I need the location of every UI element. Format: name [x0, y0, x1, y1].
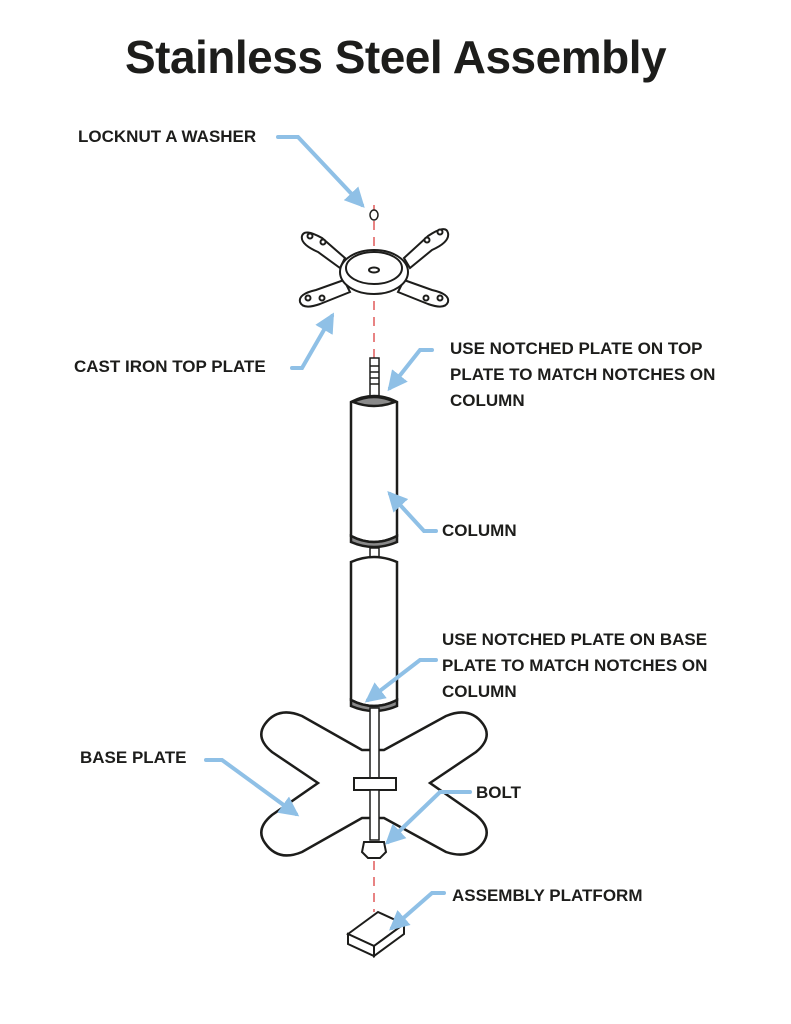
diagram-title: Stainless Steel Assembly — [124, 31, 667, 83]
notch-top-arrow — [387, 348, 434, 392]
bolt-head — [360, 841, 388, 859]
threaded-rod — [369, 357, 380, 399]
top-plate-arrow — [290, 312, 334, 370]
base-plate-label: BASE PLATE — [80, 748, 187, 767]
bolt-arrow — [385, 790, 472, 845]
lower-column — [349, 555, 399, 713]
top-plate-label: CAST IRON TOP PLATE — [74, 357, 266, 376]
lower-rod — [369, 707, 380, 789]
bolt-label: BOLT — [476, 783, 522, 802]
assembly-platform-block — [346, 910, 406, 958]
column-label: COLUMN — [442, 521, 517, 540]
platform-arrow — [388, 891, 446, 931]
base-plate-arrow — [204, 758, 300, 817]
locknut-washer — [369, 209, 379, 221]
column-arrow — [387, 491, 438, 533]
cast-iron-top-plate — [298, 228, 450, 308]
locknut-arrow — [276, 135, 365, 208]
upper-column — [349, 394, 399, 549]
notch-base-label: USE NOTCHED PLATE ON BASE PLATE TO MATCH… — [442, 630, 708, 701]
notch-top-label: USE NOTCHED PLATE ON TOP PLATE TO MATCH … — [450, 339, 716, 410]
notched-base-plate — [353, 777, 397, 791]
locknut-label: LOCKNUT A WASHER — [78, 127, 257, 146]
platform-label: ASSEMBLY PLATFORM — [452, 886, 643, 905]
notch-base-arrow — [364, 658, 438, 703]
